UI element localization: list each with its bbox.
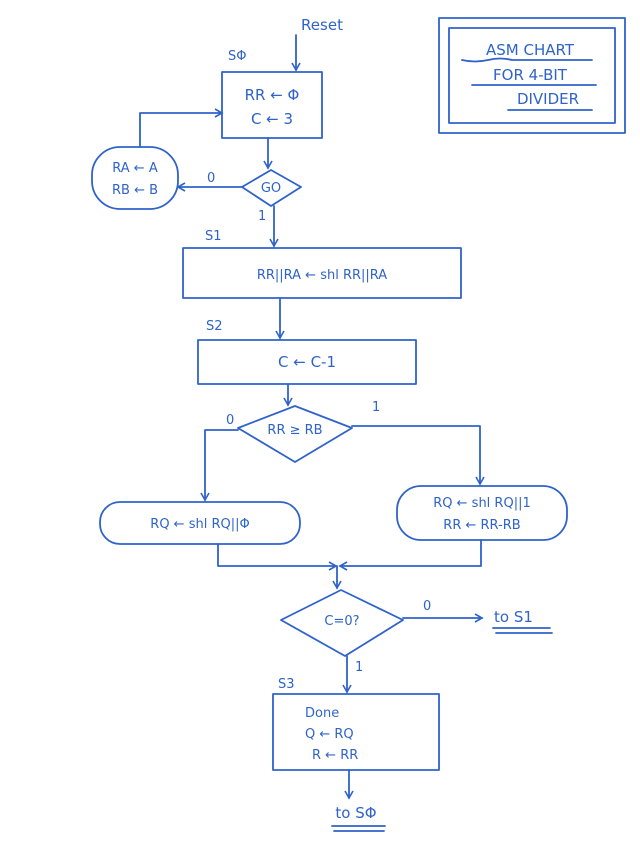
title-box: ASM CHART FOR 4-BIT DIVIDER (438, 17, 626, 134)
compare-label: RR ≥ RB (267, 423, 322, 438)
load-return-arrow (139, 108, 224, 148)
load-line-2: RB ← B (112, 183, 158, 198)
reset-label: Reset (301, 16, 343, 34)
go-label: GO (261, 181, 281, 196)
shift-one-line-2: RR ← RR-RB (443, 518, 520, 533)
load-operation-box: RA ← A RB ← B (91, 146, 179, 210)
s1-operation: RR||RA ← shl RR||RA (257, 268, 387, 283)
s2-operation: C ← C-1 (278, 353, 336, 371)
s0-state-label: SΦ (228, 49, 246, 64)
s3-state-box: Done Q ← RQ R ← RR (272, 693, 440, 771)
s0-state-box: RR ← Φ C ← 3 (221, 71, 323, 139)
s3-state-label: S3 (278, 677, 295, 692)
title-line-2: FOR 4-BIT (493, 66, 568, 84)
count-zero-label: C=0? (324, 614, 359, 629)
s3-line-2: Q ← RQ (305, 727, 354, 742)
to-s1-label: to S1 (494, 608, 533, 626)
compare-one-arrow (351, 425, 485, 486)
shift-one-line-1: RQ ← shl RQ||1 (433, 496, 530, 511)
shift-one-subtract-box: RQ ← shl RQ||1 RR ← RR-RB (396, 485, 568, 541)
s2-state-label: S2 (206, 319, 223, 334)
go-one-label: 1 (258, 209, 266, 224)
s1-state-label: S1 (205, 229, 222, 244)
s3-line-3: R ← RR (312, 748, 358, 763)
s0-line-2: C ← 3 (251, 110, 293, 128)
go-zero-label: 0 (207, 171, 215, 186)
compare-zero-arrow (200, 429, 239, 502)
count-zero-decision: C=0? (280, 589, 404, 657)
to-s0-underline (331, 825, 386, 832)
shift-zero-box: RQ ← shl RQ||Φ (99, 501, 301, 545)
title-line-1: ASM CHART (486, 41, 575, 59)
to-s1-underline (492, 627, 553, 634)
count-zero-no-label: 0 (423, 599, 431, 614)
compare-decision: RR ≥ RB (237, 405, 353, 463)
title-underline-1 (461, 57, 593, 63)
right-merge-arrow (338, 539, 482, 571)
s3-line-1: Done (305, 706, 339, 721)
go-decision: GO (241, 169, 302, 207)
s1-state-box: RR||RA ← shl RR||RA (182, 247, 462, 299)
compare-zero-label: 0 (226, 413, 234, 428)
title-line-3: DIVIDER (517, 90, 579, 108)
compare-one-label: 1 (372, 400, 380, 415)
s0-line-1: RR ← Φ (245, 86, 300, 104)
s2-state-box: C ← C-1 (197, 339, 417, 385)
shift-zero-operation: RQ ← shl RQ||Φ (150, 517, 249, 532)
to-s0-label: to SΦ (335, 804, 376, 822)
left-merge-arrow (217, 543, 338, 571)
count-zero-yes-label: 1 (355, 660, 363, 675)
load-line-1: RA ← A (112, 161, 158, 176)
